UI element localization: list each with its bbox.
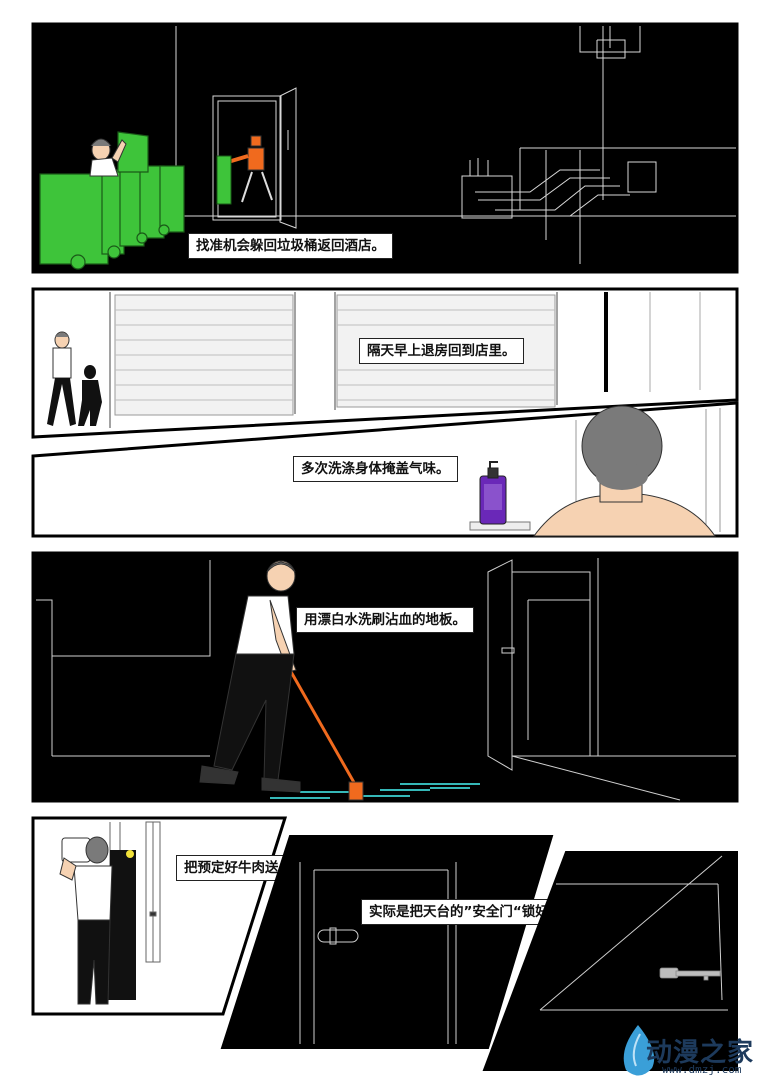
man-in-bin [89,138,127,177]
wet-floor [270,783,480,799]
caption-wash-body: 多次洗涤身体掩盖气味。 [293,456,458,482]
caption-bleach-floor: 用漂白水洗刷沾血的地板。 [296,607,474,633]
watermark-brand: 动漫之家 [646,1038,755,1068]
orange-robot [216,135,273,205]
key [659,967,721,981]
watermark-url: www.dmzj.com [662,1063,742,1076]
man-showering [533,405,716,537]
caption-return-to-hotel: 找准机会躲回垃圾桶返回酒店。 [188,233,393,259]
man-mopping [199,560,301,793]
man-with-box [59,836,113,1005]
mop-handle [288,669,358,787]
caption-checkout-return: 隔天早上退房回到店里。 [359,338,524,364]
soap-bottle [479,461,507,525]
mop-head [348,781,364,801]
delivery-person [108,850,136,1000]
walking-figures [47,331,102,426]
garbage-bins [39,131,185,270]
